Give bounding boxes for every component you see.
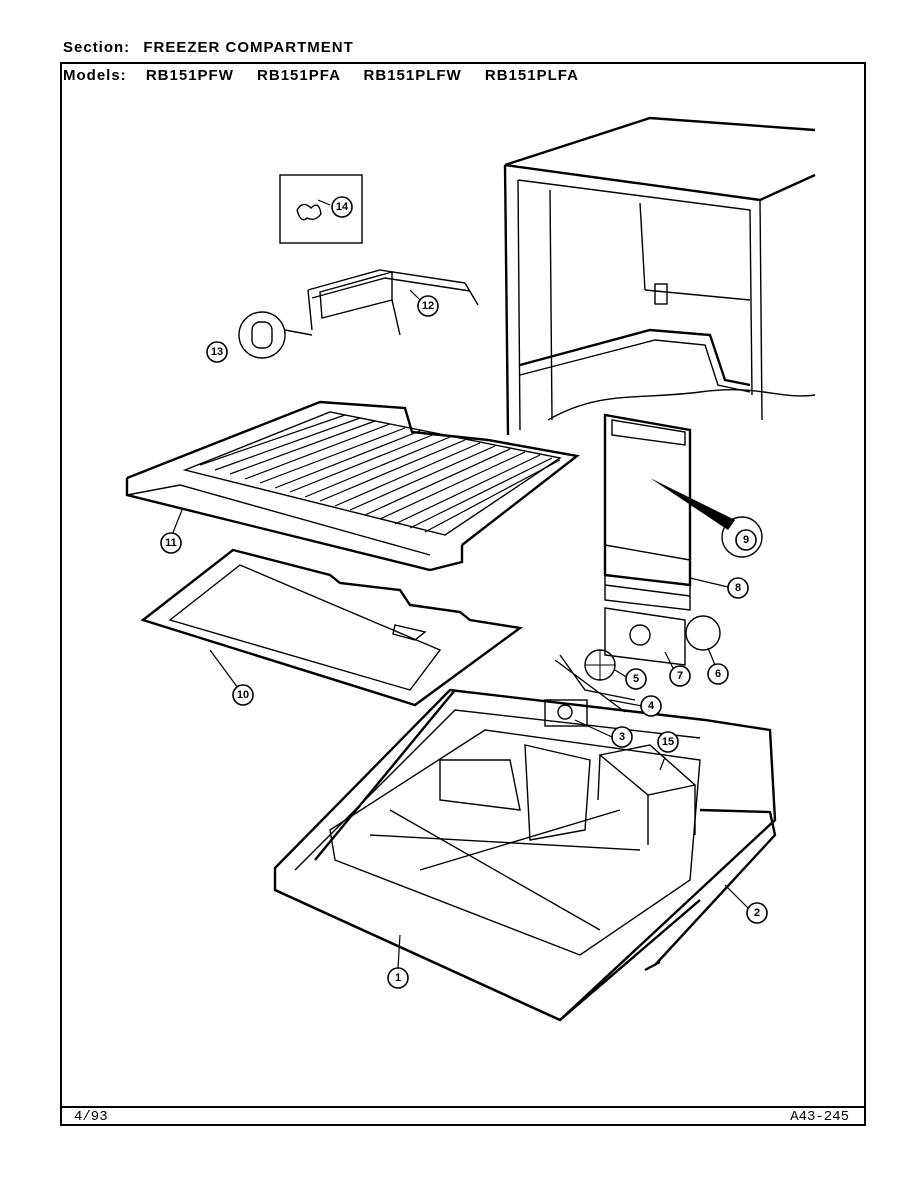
models-heading: Models: RB151PFW RB151PFA RB151PLFW RB15…	[63, 67, 579, 84]
callout-6: 6	[707, 663, 729, 685]
footer-divider	[60, 1106, 866, 1108]
callout-8: 8	[727, 577, 749, 599]
model-number: RB151PFW	[145, 67, 234, 84]
part-11-shelf	[125, 400, 580, 572]
part-2-liner-trim	[314, 689, 777, 972]
part-1-freezer-tray	[273, 688, 777, 1022]
part-3-fan-motor	[544, 699, 588, 727]
svg-text:13: 13	[211, 346, 223, 358]
svg-text:12: 12	[422, 300, 434, 312]
svg-text:3: 3	[619, 731, 625, 743]
section-heading: Section: FREEZER COMPARTMENT	[63, 39, 354, 56]
callout-2: 2	[746, 902, 768, 924]
svg-text:9: 9	[743, 534, 749, 546]
callout-3: 3	[611, 726, 633, 748]
diagram-frame	[60, 62, 866, 1126]
svg-text:4: 4	[648, 700, 655, 712]
svg-text:2: 2	[754, 907, 760, 919]
svg-text:14: 14	[336, 201, 349, 213]
section-value: FREEZER COMPARTMENT	[143, 39, 354, 56]
callout-9: 9	[735, 529, 757, 551]
svg-text:7: 7	[677, 670, 683, 682]
svg-text:1: 1	[395, 972, 401, 984]
footer-date: 4/93	[74, 1109, 108, 1125]
callout-13: 13	[206, 341, 228, 363]
callout-11: 11	[160, 532, 182, 554]
part-8-duct	[603, 413, 692, 611]
part-5-fan-blade	[584, 649, 616, 681]
model-number: RB151PLFW	[363, 67, 462, 84]
part-13-cap	[238, 311, 313, 359]
svg-text:8: 8	[735, 582, 741, 594]
callout-4: 4	[640, 695, 662, 717]
model-number: RB151PLFA	[484, 67, 579, 84]
callout-12: 12	[417, 295, 439, 317]
section-label: Section:	[63, 39, 131, 56]
part-14-detail-box	[279, 174, 363, 244]
part-7-bracket	[604, 607, 686, 666]
callout-1: 1	[387, 967, 409, 989]
models-label: Models:	[63, 67, 127, 84]
part-4-motor-bracket	[554, 654, 636, 713]
leader-lines	[171, 199, 749, 969]
callout-7: 7	[669, 665, 691, 687]
callout-14: 14	[331, 196, 353, 218]
svg-text:10: 10	[237, 689, 249, 701]
freezer-cabinet-illustration	[503, 116, 816, 436]
part-6-grommet	[685, 615, 721, 651]
svg-text:6: 6	[715, 668, 721, 680]
callout-15: 15	[657, 731, 679, 753]
svg-text:15: 15	[662, 736, 674, 748]
callout-5: 5	[625, 668, 647, 690]
part-9-screw	[650, 478, 763, 558]
part-10-panel	[140, 548, 524, 707]
svg-text:5: 5	[633, 673, 639, 685]
model-number: RB151PFA	[257, 67, 341, 84]
svg-text:11: 11	[165, 537, 177, 549]
part-15-block	[597, 744, 697, 845]
footer-code: A43-245	[790, 1109, 849, 1125]
callout-10: 10	[232, 684, 254, 706]
part-12-rack	[307, 269, 479, 336]
